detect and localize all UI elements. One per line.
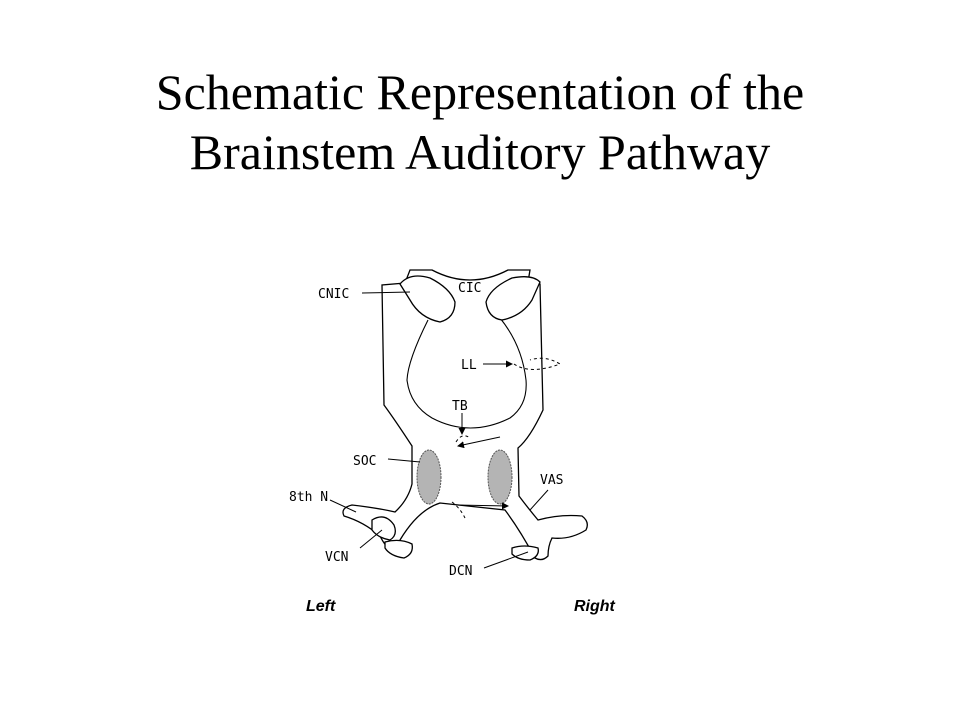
fourth-ventricle-cavity: [406, 317, 527, 429]
brainstem-outline: [342, 269, 588, 561]
label-cnic: CNIC: [318, 287, 349, 302]
left-vcn-shape: [371, 516, 396, 541]
label-vas: VAS: [540, 473, 563, 488]
dcn-leader-line: [483, 551, 529, 569]
slide-title: Schematic Representation of the Brainste…: [0, 62, 960, 182]
left-inferior-colliculus: [399, 275, 456, 323]
title-line-1: Schematic Representation of the: [155, 64, 805, 120]
left-soc-ellipse: [416, 449, 442, 505]
vas-leader-line: [529, 489, 549, 511]
soc-leader-line: [387, 458, 421, 463]
crossing-fiber-arrow: [455, 502, 509, 510]
decussation-fiber-path: [451, 501, 466, 519]
side-label-right: Right: [574, 598, 616, 615]
side-label-left: Left: [306, 598, 336, 615]
left-dcn-shape: [384, 539, 413, 559]
label-vcn: VCN: [325, 550, 348, 565]
cnic-leader-line: [361, 291, 411, 294]
label-eighth-n: 8th N: [289, 490, 328, 505]
tb-fiber-arrow: [457, 436, 501, 449]
label-dcn: DCN: [449, 564, 472, 579]
label-tb: TB: [452, 399, 468, 414]
title-line-2: Brainstem Auditory Pathway: [189, 124, 771, 180]
vcn-leader-line: [359, 529, 383, 549]
eighth-n-leader-line: [329, 499, 357, 513]
right-soc-ellipse: [487, 449, 513, 505]
label-cic: CIC: [458, 281, 481, 296]
right-inferior-colliculus: [485, 276, 541, 321]
label-ll: LL: [461, 358, 477, 373]
label-soc: SOC: [353, 454, 376, 469]
tb-fiber-path: [455, 435, 471, 443]
